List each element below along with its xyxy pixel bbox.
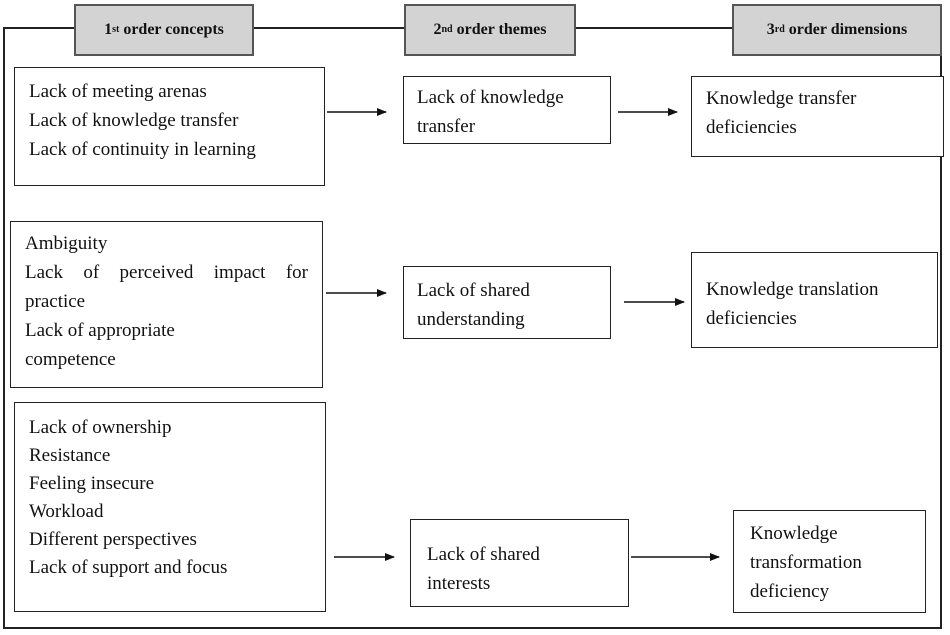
concept-item: Workload [29,501,104,522]
concept-item: competence [25,349,116,370]
concept-item: practice [25,291,86,312]
theme-line: transfer [417,116,476,137]
header-first-text: order concepts [119,21,224,38]
theme-box-1: Lack of knowledge transfer [403,76,611,144]
header-second-text: order themes [452,21,547,38]
header-third-num: 3 [766,21,775,38]
concept-item: Lack of support and focus [29,557,228,578]
dimension-line: deficiencies [706,117,797,138]
dimension-line: deficiency [750,581,830,602]
concepts-box-3: Lack of ownership Resistance Feeling ins… [14,402,326,612]
dimension-line: deficiencies [706,308,797,329]
concept-item: Ambiguity [25,233,108,254]
concept-item: Lack of perceived impact for [25,262,308,283]
concept-item: Lack of meeting arenas [29,81,207,102]
theme-box-2: Lack of shared understanding [403,266,611,339]
concept-item: Lack of knowledge transfer [29,110,239,131]
concepts-box-2: Ambiguity Lack of perceived impact for p… [10,221,323,388]
theme-line: Lack of knowledge [417,87,564,108]
dimension-box-1: Knowledge transfer deficiencies [691,76,944,157]
theme-line: understanding [417,309,525,330]
theme-line: Lack of shared [427,544,540,565]
theme-line: interests [427,573,491,594]
header-first-num: 1 [104,21,113,38]
dimension-box-2: Knowledge translation deficiencies [691,252,938,348]
concept-item: Different perspectives [29,529,197,550]
dimension-line: transformation [750,552,862,573]
concept-item: Lack of continuity in learning [29,139,256,160]
dimension-box-3: Knowledge transformation deficiency [733,510,926,613]
header-third-text: order dimensions [784,21,908,38]
dimension-line: Knowledge translation [706,279,879,300]
concept-item: Lack of ownership [29,417,172,438]
dimension-line: Knowledge [750,523,838,544]
theme-box-3: Lack of shared interests [410,519,629,607]
dimension-line: Knowledge transfer [706,88,857,109]
concept-item: Lack of appropriate [25,320,175,341]
concepts-box-1: Lack of meeting arenas Lack of knowledge… [14,67,325,186]
concept-item: Resistance [29,445,111,466]
concept-item: Feeling insecure [29,473,155,494]
theme-line: Lack of shared [417,280,530,301]
header-second-num: 2 [433,21,442,38]
